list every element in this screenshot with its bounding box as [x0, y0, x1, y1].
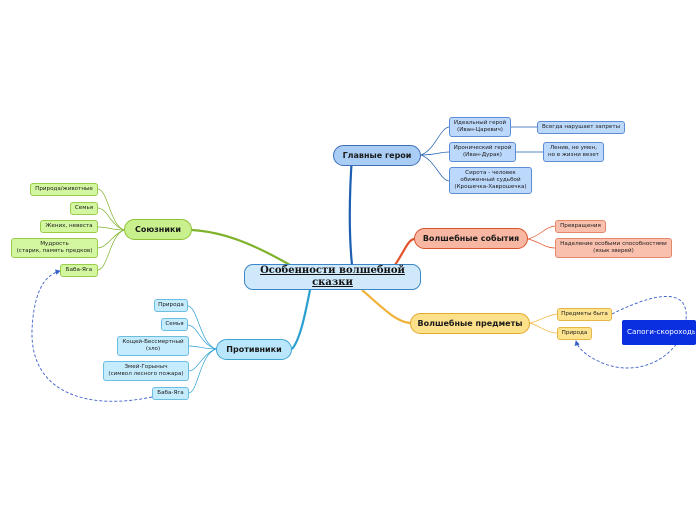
branch-line-objects [361, 289, 411, 325]
sub-line-enemies-2 [187, 324, 217, 350]
object-household[interactable]: Предметы быта [557, 308, 612, 321]
branch-objects[interactable]: Волшебные предметы [410, 313, 530, 334]
branch-events[interactable]: Волшебные события [414, 228, 528, 249]
enemy-nature[interactable]: Природа [154, 299, 188, 312]
branch-heroes[interactable]: Главные герои [333, 145, 421, 166]
hero-orphan[interactable]: Сирота - человек обиженный судьбой (Крош… [449, 167, 532, 194]
sub-line-enemies-1 [187, 305, 217, 350]
object-nature[interactable]: Природа [557, 327, 592, 340]
ally-family[interactable]: Семья [70, 202, 98, 215]
ally-baba-yaga[interactable]: Баба-Яга [60, 264, 98, 277]
ally-wisdom[interactable]: Мудрость (старик, память предков) [11, 238, 98, 258]
hero-lazy-lucky[interactable]: Ленив, не умен, но в жизни везет [543, 142, 604, 162]
relation-line-objects [574, 296, 687, 369]
sub-line-allies-5 [97, 229, 125, 271]
branch-allies[interactable]: Союзники [124, 219, 192, 240]
object-examples-note[interactable]: Сапоги-скороходы, клубок, зеркальце... [622, 320, 696, 345]
branch-line-allies [191, 228, 291, 266]
sub-line-enemies-3 [188, 345, 217, 350]
sub-line-objects-1 [529, 313, 558, 324]
sub-line-allies-2 [97, 207, 125, 231]
branch-enemies[interactable]: Противники [216, 339, 292, 360]
sub-line-heroes-3 [420, 154, 450, 182]
hero-ideal[interactable]: Идеальный герой (Иван-Царевич) [449, 117, 511, 137]
sub-line-objects-2 [529, 322, 558, 334]
sub-line-events-2 [527, 238, 556, 249]
ally-bride-groom[interactable]: Жених, невеста [40, 220, 98, 233]
sub-line-heroes-2 [420, 151, 450, 156]
sub-line-heroes-1 [420, 126, 450, 156]
relation-line-babayaga [31, 269, 153, 402]
event-transformations[interactable]: Превращения [555, 220, 606, 233]
sub-line-enemies-5 [188, 348, 217, 394]
hero-ironic[interactable]: Иронический герой (Иван-Дурак) [449, 142, 516, 162]
sub-line-allies-3 [97, 226, 125, 231]
sub-line-enemies-4 [188, 348, 217, 372]
enemy-zmey-gorynych[interactable]: Змей-Горыныч (символ лесного пожара) [103, 361, 189, 381]
central-topic[interactable]: Особенности волшебной сказки [244, 264, 421, 290]
sub-line-allies-1 [97, 188, 125, 231]
event-special-abilities[interactable]: Наделение особыми способностями (язык зв… [555, 238, 672, 258]
enemy-baba-yaga[interactable]: Баба-Яга [152, 387, 189, 400]
enemy-family[interactable]: Семья [161, 318, 188, 331]
branch-line-heroes [348, 155, 354, 266]
branch-line-events [394, 237, 415, 266]
hero-breaks-bans[interactable]: Всегда нарушает запреты [537, 121, 625, 134]
enemy-koschei[interactable]: Кощей-Бессмертный (зло) [117, 336, 189, 356]
sub-line-events-1 [527, 225, 556, 240]
branch-line-enemies [291, 289, 312, 350]
ally-nature-animals[interactable]: Природа/животные [30, 183, 98, 196]
